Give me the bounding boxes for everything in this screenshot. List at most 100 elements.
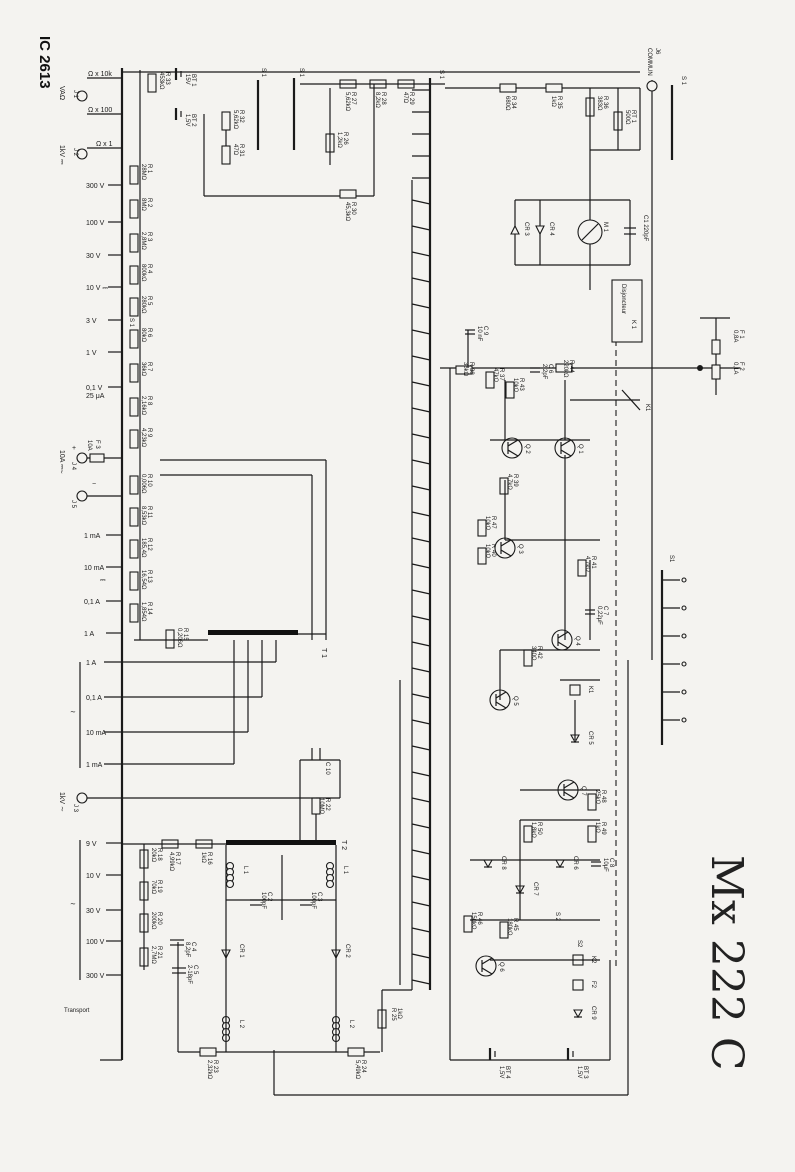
diode-cr9 [573,1009,583,1019]
terminal-j4[interactable] [76,452,88,464]
capacitor-label: C 2 [266,892,272,902]
resistor-label: RT 1 [630,110,636,123]
resistor-label: R 35 [556,96,562,109]
terminal-j6-label: J6 [654,48,660,55]
part-label: CR 5 [587,731,593,745]
r16-value: 1kΩ [200,852,206,863]
resistor-r3 [129,233,139,253]
resistor-label: R 30 [350,202,356,215]
battery-value: 1,5V [498,1066,504,1078]
resistor-r46 [463,915,473,933]
relay-f2 [572,979,584,991]
resistor-r50 [523,825,533,843]
disjoncteur-box [611,279,643,343]
dc-current-label: 0,1 A [84,599,100,606]
resistor-label: R 13 [146,570,152,583]
ac-current-label: 1 A [86,660,96,667]
c4-label: C 4 [190,942,196,952]
diode-cr3-label: CR 3 [523,222,529,236]
resistor-value: 8MΩ [140,198,146,211]
resistor-r24 [347,1047,365,1057]
part-label: CR 9 [590,1006,596,1020]
switch-label: S 1 [260,68,266,78]
circuit-breaker: Disjoncteur K 1 K1 [570,279,650,412]
r22-label: R 22 [324,798,330,811]
resistor-value: 20kΩ [150,848,156,863]
resistor-label: R 4 [146,264,152,274]
inductor-l2-label: L 2 [348,1020,354,1029]
terminal-j3[interactable] [76,792,88,804]
r17-label: R 17 [174,852,180,865]
amplifier-wiring [449,330,611,1061]
r23-label: R 23 [212,1060,218,1073]
part-label: Q 3 [517,544,523,554]
capacitor-c1-label: C1 220pF [642,215,648,242]
part-label: Q 6 [498,962,504,972]
terminal-j5-label: J 5 [70,500,76,509]
r16-label: R 16 [206,852,212,865]
switch-label: S 2 [554,912,560,922]
switch-label: S1 [668,555,674,563]
resistor-label: R 26 [342,132,348,145]
label-j1: J 1 [72,90,78,99]
resistor-label: R 19 [156,880,162,893]
diode-cr6 [555,859,565,869]
terminal-j6[interactable] [646,80,658,92]
part-value: 36kΩ [462,362,468,377]
resistor-r11 [129,507,139,527]
meter-m1-label: M 1 [602,222,608,233]
terminal-j6-group: J6 COMMUN [646,48,660,92]
terminal-j3-label: J 3 [72,804,78,813]
resistor-label: R 7 [146,362,152,372]
part-label: R 50 [536,822,542,835]
diode-cr8 [483,859,493,869]
resistor-r34 [499,83,517,93]
part-value: 340Ω [530,646,536,661]
resistor-label: R 10 [146,474,152,487]
resistor-r12 [129,539,139,559]
part-label: R 49 [600,822,606,835]
resistor-r40 [477,547,487,565]
r17-value: 4,99kΩ [168,852,174,872]
fuse-f2-value: 0,1A [732,362,738,374]
resistor-r10 [129,475,139,495]
resistor-value: 70kΩ [150,880,156,895]
part-label: Q 7 [580,786,586,796]
part-label: R 48 [600,790,606,803]
part-label: CR 7 [532,882,538,896]
resistor-r33 [147,73,157,93]
terminal-j2[interactable] [76,148,88,160]
part-label: C 9 [482,326,488,336]
label-vaohm: VAΩ [58,86,65,100]
part-label: Q 1 [577,444,583,454]
terminal-j5[interactable] [76,490,88,502]
diode-cr4 [535,225,545,236]
resistor-value: 2,7MΩ [150,946,156,964]
capacitor-value: 100pF [260,892,266,909]
battery-value: 1,5V [576,1066,582,1078]
resistor-label: R 9 [146,428,152,438]
resistor-label: R 36 [602,96,608,109]
part-value: 150kΩ [470,912,476,930]
resistor-label: R 8 [146,396,152,406]
resistor-value: 5,62kΩ [232,110,238,130]
terminal-j1[interactable] [76,90,88,102]
terminal-j4-label: J 4 [70,462,76,471]
fuse-f3-value: 10A [86,440,92,451]
terminal-j3-1kv: 1kV ∼ [58,792,65,812]
dc-current-label: 10 mA [84,565,105,572]
part-label: R 39 [512,474,518,487]
resistor-label: R 32 [238,110,244,123]
label-ohm-x100: Ω x 100 [88,107,112,114]
resistor-r43 [505,381,515,399]
dc-range-label: 1 V [86,350,97,357]
resistor-value: 8,2kΩ [374,92,380,108]
resistor-value: 16,54Ω [140,570,146,590]
resistor-r48 [587,793,597,811]
